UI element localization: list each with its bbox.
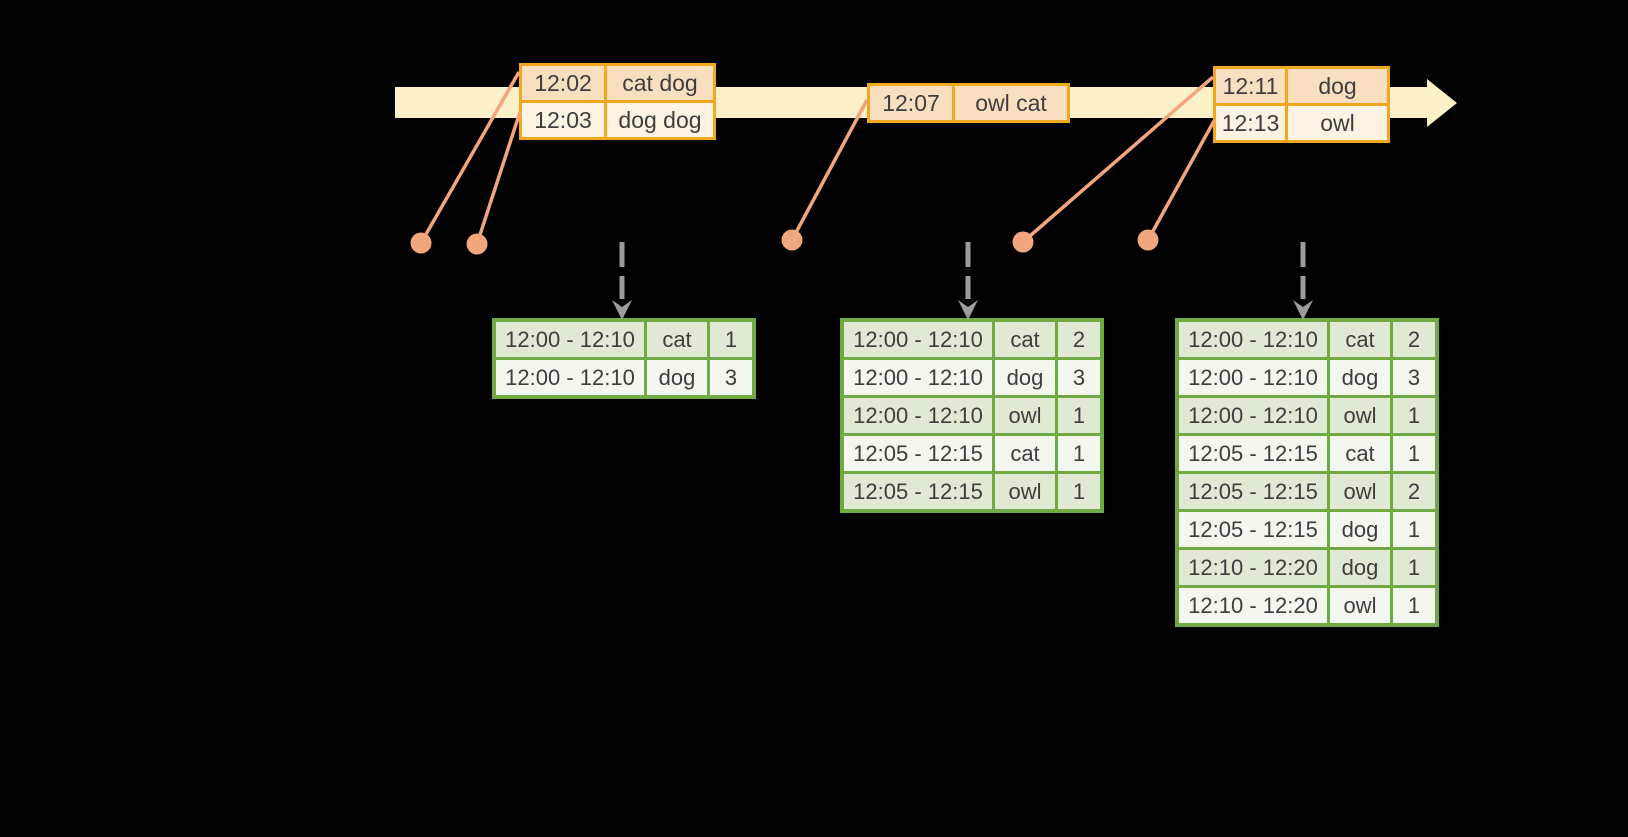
word-cell: owl xyxy=(992,395,1058,436)
count-cell: 2 xyxy=(1390,318,1439,360)
word-cell: owl xyxy=(1327,471,1393,512)
window-cell: 12:05 - 12:15 xyxy=(1175,509,1330,550)
event-dot-icon xyxy=(1137,229,1159,251)
event-dot-icon xyxy=(410,232,432,254)
window-cell: 12:00 - 12:10 xyxy=(840,357,995,398)
event-connector-line xyxy=(1146,120,1216,241)
window-cell: 12:00 - 12:10 xyxy=(1175,318,1330,360)
word-cell: dog xyxy=(1327,547,1393,588)
trigger-arrow-head-icon xyxy=(1293,300,1313,320)
window-cell: 12:00 - 12:10 xyxy=(840,395,995,436)
count-cell: 1 xyxy=(1390,585,1439,627)
count-cell: 3 xyxy=(1055,357,1104,398)
count-cell: 1 xyxy=(1390,547,1439,588)
count-cell: 2 xyxy=(1390,471,1439,512)
window-cell: 12:00 - 12:10 xyxy=(1175,395,1330,436)
event-time: 12:13 xyxy=(1216,106,1288,140)
timeline-arrow-head-icon xyxy=(1427,79,1457,127)
event-dot-icon xyxy=(466,233,488,255)
event-dot-icon xyxy=(781,229,803,251)
count-cell: 1 xyxy=(1390,395,1439,436)
window-cell: 12:05 - 12:15 xyxy=(1175,471,1330,512)
event-time: 12:02 xyxy=(522,66,607,100)
trigger-arrow-head-icon xyxy=(958,300,978,320)
event-words: owl xyxy=(1288,106,1387,140)
window-cell: 12:10 - 12:20 xyxy=(1175,547,1330,588)
word-cell: cat xyxy=(992,433,1058,474)
count-cell: 1 xyxy=(1390,433,1439,474)
event-words: cat dog xyxy=(607,66,713,100)
word-cell: cat xyxy=(1327,318,1393,360)
word-cell: owl xyxy=(1327,395,1393,436)
count-cell: 1 xyxy=(1055,433,1104,474)
event-words: dog xyxy=(1288,69,1387,103)
trigger-arrow-head-icon xyxy=(612,300,632,320)
word-cell: owl xyxy=(1327,585,1393,627)
word-cell: cat xyxy=(992,318,1058,360)
count-cell: 3 xyxy=(707,357,756,399)
event-time: 12:03 xyxy=(522,103,607,137)
window-cell: 12:05 - 12:15 xyxy=(840,433,995,474)
event-dot-icon xyxy=(1012,231,1034,253)
word-cell: dog xyxy=(644,357,710,399)
window-cell: 12:00 - 12:10 xyxy=(492,357,647,399)
count-cell: 3 xyxy=(1390,357,1439,398)
event-connector-line xyxy=(790,99,869,241)
word-cell: dog xyxy=(1327,357,1393,398)
count-cell: 1 xyxy=(707,318,756,360)
event-words: dog dog xyxy=(607,103,713,137)
window-cell: 12:05 - 12:15 xyxy=(1175,433,1330,474)
window-cell: 12:00 - 12:10 xyxy=(492,318,647,360)
window-cell: 12:00 - 12:10 xyxy=(840,318,995,360)
word-cell: cat xyxy=(1327,433,1393,474)
word-cell: owl xyxy=(992,471,1058,513)
count-cell: 1 xyxy=(1055,395,1104,436)
event-connector-line xyxy=(475,111,522,245)
window-cell: 12:00 - 12:10 xyxy=(1175,357,1330,398)
window-cell: 12:05 - 12:15 xyxy=(840,471,995,513)
word-cell: dog xyxy=(1327,509,1393,550)
window-cell: 12:10 - 12:20 xyxy=(1175,585,1330,627)
event-time: 12:11 xyxy=(1216,69,1288,103)
event-words: owl cat xyxy=(955,86,1067,120)
word-cell: cat xyxy=(644,318,710,360)
event-time: 12:07 xyxy=(870,86,955,120)
count-cell: 1 xyxy=(1390,509,1439,550)
count-cell: 1 xyxy=(1055,471,1104,513)
count-cell: 2 xyxy=(1055,318,1104,360)
word-cell: dog xyxy=(992,357,1058,398)
